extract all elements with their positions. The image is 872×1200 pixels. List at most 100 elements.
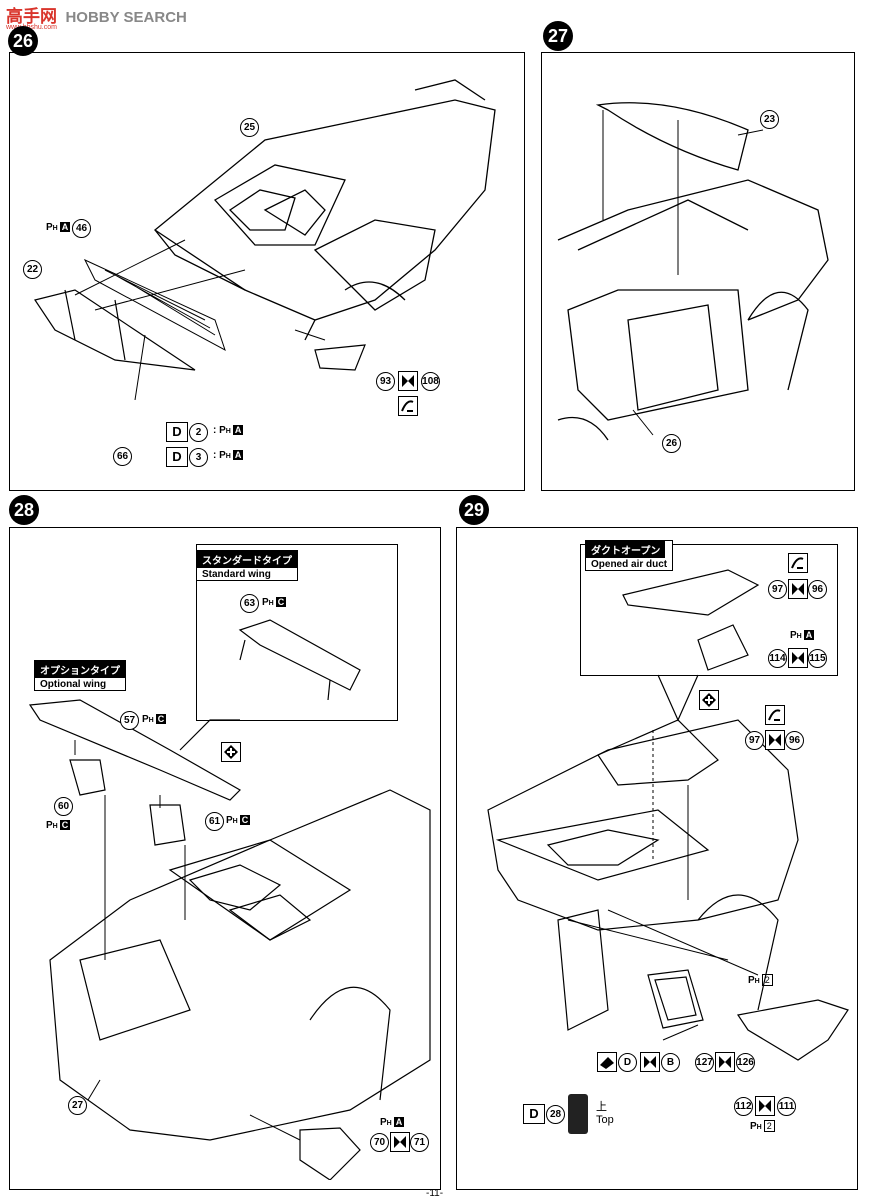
ph-box-a: A	[232, 450, 244, 460]
part-96b-callout: 96	[785, 731, 804, 750]
part-111-callout: 111	[777, 1097, 796, 1116]
cement-icon	[398, 371, 418, 391]
ph-box-c: C	[155, 714, 167, 724]
part-57-callout: 57	[120, 711, 139, 730]
decal-28-swatch	[568, 1094, 588, 1134]
cement-icon-114	[788, 648, 808, 668]
watermark-url: www.hbshu.com	[6, 24, 57, 31]
standard-wing-jp: スタンダードタイプ	[197, 551, 297, 568]
cement-icon-70	[390, 1132, 410, 1152]
ph-text: P	[142, 714, 149, 725]
part-60-callout: 60	[54, 797, 73, 816]
ph-sub: H	[268, 600, 274, 607]
ph-text: P	[380, 1117, 387, 1128]
part-b-callout: B	[661, 1053, 680, 1072]
ph-box-c: C	[239, 815, 251, 825]
ph-sub: H	[225, 453, 231, 460]
decal-28-callout: 28	[546, 1105, 565, 1124]
step-29-illustration	[487, 569, 849, 1061]
top-en: Top	[596, 1114, 614, 1126]
opened-duct-jp: ダクトオープン	[586, 541, 666, 558]
cement-icon-97b	[765, 730, 785, 750]
part-63-callout: 63	[240, 594, 259, 613]
watermark-brand: HOBBY SEARCH	[65, 9, 187, 26]
ph-text: P	[46, 222, 53, 233]
watermark-cn: 高手网	[6, 7, 57, 26]
ph-sub: H	[756, 1124, 762, 1131]
top-jp: 上	[596, 1101, 607, 1113]
part-96-callout: 96	[808, 580, 827, 599]
ph-text: P	[219, 450, 226, 461]
ph-sub: H	[386, 1120, 392, 1127]
cement-icon-127	[715, 1052, 735, 1072]
ph-text: P	[262, 597, 269, 608]
part-71-callout: 71	[410, 1133, 429, 1152]
standard-wing-label: スタンダードタイプ Standard wing	[196, 550, 298, 581]
optional-wing-label: オプションタイプ Optional wing	[34, 660, 126, 691]
ph-text: P	[46, 820, 53, 831]
standard-wing-en: Standard wing	[202, 569, 271, 580]
ph-sub: H	[225, 428, 231, 435]
part-25-callout: 25	[240, 118, 259, 137]
ph-text: P	[750, 1121, 757, 1132]
ph-text: P	[226, 815, 233, 826]
part-97-callout: 97	[768, 580, 787, 599]
part-66-callout: 66	[113, 447, 132, 466]
glue-tube-icon-2	[765, 705, 785, 725]
ph-box-a: A	[232, 425, 244, 435]
part-27-callout: 27	[68, 1096, 87, 1115]
ph-text: P	[790, 630, 797, 641]
glue-tube-icon	[398, 396, 418, 416]
ph-box-a: A	[59, 222, 71, 232]
optional-wing-en: Optional wing	[40, 679, 107, 690]
cement-icon-97	[788, 579, 808, 599]
ph-sub: H	[796, 633, 802, 640]
ph-box-a: A	[393, 1117, 405, 1127]
opened-duct-en: Opened air duct	[591, 559, 668, 570]
part-115-callout: 115	[808, 649, 827, 668]
ph-text: P	[748, 975, 755, 986]
ph-sub: H	[232, 818, 238, 825]
part-97b-callout: 97	[745, 731, 764, 750]
paint-d-callout: D	[618, 1053, 637, 1072]
part-126-callout: 126	[736, 1053, 755, 1072]
part-93-callout: 93	[376, 372, 395, 391]
cement-icon-d	[640, 1052, 660, 1072]
part-23-callout: 23	[760, 110, 779, 129]
ph-sub: H	[148, 717, 154, 724]
decal-d-icon-29: D	[523, 1104, 545, 1124]
step-26-panel	[9, 52, 525, 491]
part-61-callout: 61	[205, 812, 224, 831]
page-number: -11-	[426, 1188, 444, 1199]
opened-duct-label: ダクトオープン Opened air duct	[585, 540, 674, 571]
alternative-part-icon-29	[699, 690, 719, 710]
part-114-callout: 114	[768, 649, 787, 668]
part-46-callout: 46	[72, 219, 91, 238]
part-22-callout: 22	[23, 260, 42, 279]
decal-d-icon: D	[166, 422, 188, 442]
part-108-callout: 108	[421, 372, 440, 391]
colon-text: :	[213, 425, 217, 436]
step-28-badge: 28	[9, 495, 39, 525]
step-28-illustration	[28, 619, 431, 1180]
ph-box-a: A	[803, 630, 815, 640]
ph-box-c: C	[275, 597, 287, 607]
part-112-callout: 112	[734, 1097, 753, 1116]
step-26-car-illustration	[34, 79, 496, 400]
ph-box-2: 2	[761, 974, 773, 986]
top-orientation: 上 Top	[596, 1098, 614, 1126]
step-27-badge: 27	[543, 21, 573, 51]
decal-d-icon-2: D	[166, 447, 188, 467]
part-127-callout: 127	[695, 1053, 714, 1072]
cement-icon-112	[755, 1096, 775, 1116]
colon-text: :	[213, 450, 217, 461]
